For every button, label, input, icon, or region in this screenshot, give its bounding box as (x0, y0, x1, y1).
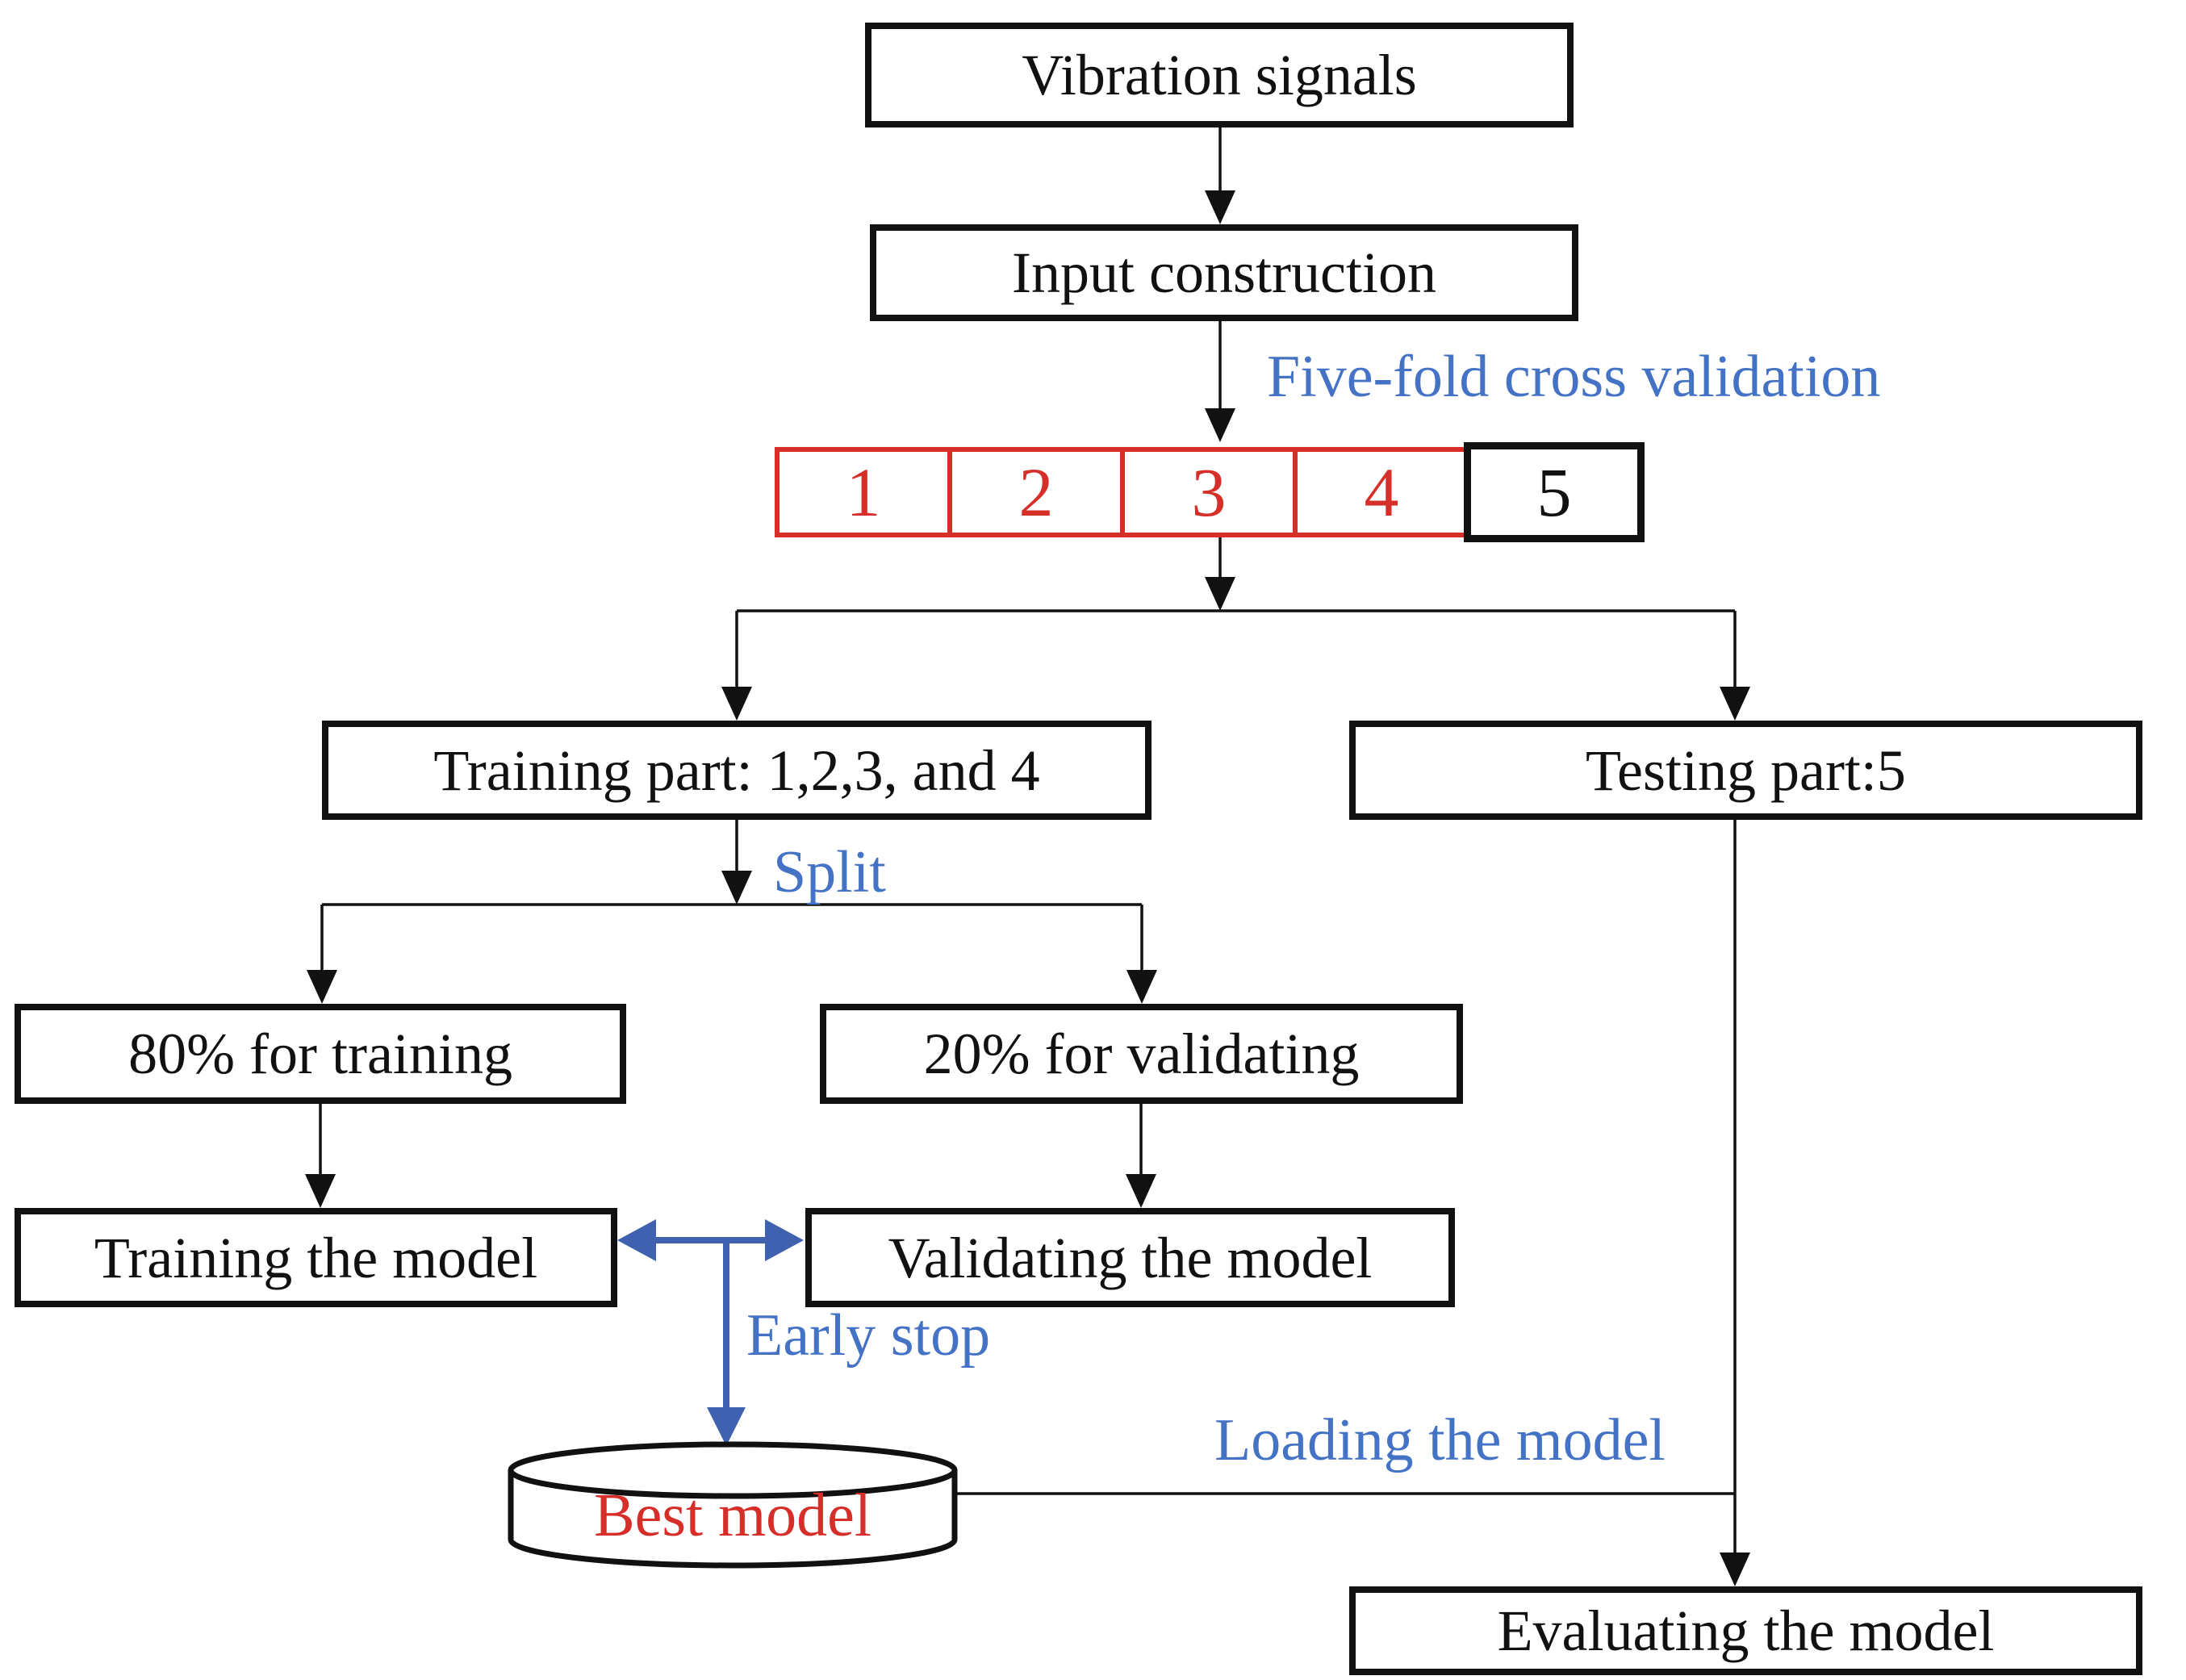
annotation-five-fold-cross-validation: Five-fold cross validation (1267, 344, 1881, 410)
fold-cell-3: 3 (1120, 447, 1298, 537)
annotation-early-stop: Early stop (746, 1302, 991, 1369)
node-testing-part: Testing part:5 (1349, 721, 2142, 820)
arrowhead-folds-to-branch (1205, 577, 1235, 611)
double-arrowhead-left (617, 1219, 656, 1261)
arrowhead-split-to-valid20 (1126, 970, 1157, 1004)
node-training-the-model: Training the model (15, 1208, 617, 1307)
node-80-for-training: 80% for training (15, 1004, 626, 1104)
fold-cell-2: 2 (947, 447, 1125, 537)
annotation-loading-the-model: Loading the model (1214, 1407, 1666, 1473)
arrowhead-train80-to-training-model (305, 1174, 336, 1208)
node-validating-the-model: Validating the model (805, 1208, 1455, 1307)
best-model-cylinder-top (508, 1441, 958, 1499)
fold-cell-4: 4 (1293, 447, 1470, 537)
annotation-split: Split (773, 839, 886, 905)
arrowhead-branch-to-training-part (721, 687, 752, 721)
arrowhead-training-part-to-split (721, 871, 752, 905)
arrowhead-testing-to-evaluating (1720, 1553, 1750, 1586)
arrowhead-branch-to-testing-part (1720, 687, 1750, 721)
arrowhead-split-to-train80 (307, 970, 337, 1004)
node-input-construction: Input construction (870, 224, 1578, 321)
node-evaluating-the-model: Evaluating the model (1349, 1586, 2142, 1675)
node-training-part: Training part: 1,2,3, and 4 (322, 721, 1152, 820)
fold-cell-5: 5 (1464, 442, 1645, 542)
node-best-model-label: Best model (593, 1481, 872, 1549)
node-vibration-signals: Vibration signals (865, 23, 1574, 127)
node-20-for-validating: 20% for validating (820, 1004, 1463, 1104)
fold-cells-row: 1 2 3 4 5 (775, 442, 1645, 542)
double-arrowhead-right (765, 1219, 804, 1261)
fold-cell-1: 1 (775, 447, 952, 537)
arrowhead-early-stop (707, 1407, 746, 1446)
arrowhead-vibration-to-input (1205, 190, 1235, 224)
arrowhead-valid20-to-validating-model (1126, 1174, 1156, 1208)
arrowhead-input-to-folds (1205, 408, 1235, 442)
